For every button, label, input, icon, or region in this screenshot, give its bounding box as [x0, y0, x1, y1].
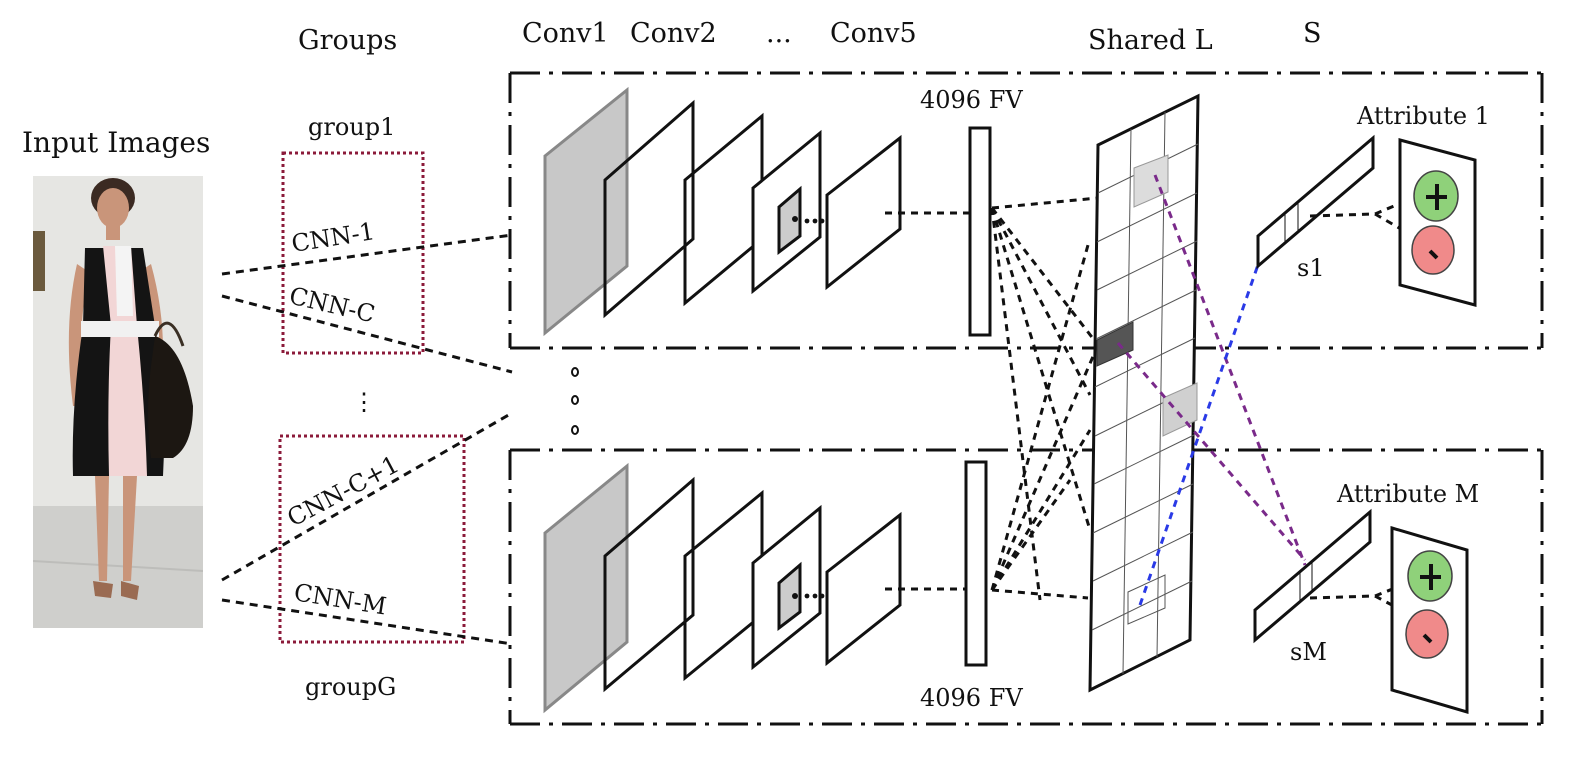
label-cnn-c: CNN-C	[287, 282, 378, 329]
kernel-bottom	[777, 561, 802, 632]
conv-dots-bottom	[792, 593, 825, 599]
s1-label: s1	[1297, 254, 1325, 282]
fv-bar-top	[968, 126, 992, 337]
conv-stack-top	[543, 86, 992, 337]
conv1-layer-top	[543, 86, 629, 337]
shared-s-links	[1116, 174, 1307, 606]
group-box-top	[281, 151, 425, 355]
fv-bar-bottom	[964, 460, 988, 667]
fv-shared-links	[990, 196, 1100, 601]
groups-vertical-dots: ⋮	[352, 388, 376, 416]
group-top-name: group1	[308, 113, 395, 141]
sm-label: sM	[1290, 638, 1327, 666]
shared-cell-light-top	[1133, 154, 1169, 208]
conv-dots-top	[792, 216, 825, 224]
shared-cell-dark	[1096, 321, 1134, 367]
conv5-layer-bottom	[825, 511, 902, 667]
conv1-layer-bottom	[543, 462, 629, 714]
conv2-layer-bottom-b	[683, 489, 764, 682]
s1-vector	[1256, 134, 1375, 270]
shared-cell-outline-bottom	[1127, 574, 1166, 625]
attribute-m-panel	[1390, 525, 1469, 715]
fv-label-bottom: 4096 FV	[920, 684, 1023, 712]
header-ellipsis: ...	[766, 18, 792, 49]
conv5-fv-links	[885, 211, 970, 591]
header-conv5: Conv5	[830, 18, 917, 49]
minus-icon	[1411, 225, 1455, 275]
attribute-1-panel	[1398, 138, 1477, 307]
conv2-layer-top-b	[683, 112, 764, 307]
shared-l-grid	[1088, 93, 1200, 693]
conv2-layer-top-a	[603, 99, 695, 319]
attribute-1-title: Attribute 1	[1356, 102, 1490, 130]
header-groups: Groups	[298, 25, 397, 56]
input-images-title: Input Images	[22, 126, 210, 159]
header-s: S	[1303, 18, 1322, 49]
header-conv1: Conv1	[522, 18, 609, 49]
bottom-panel	[508, 448, 1544, 726]
panel-gap-dots	[571, 367, 579, 435]
plus-icon	[1407, 550, 1453, 602]
label-cnn-1: CNN-1	[290, 217, 377, 258]
group-box-bottom	[278, 434, 466, 644]
input-image-photo	[33, 176, 203, 628]
fv-label-top: 4096 FV	[920, 86, 1023, 114]
plus-icon	[1413, 170, 1459, 222]
group-bottom-name: groupG	[305, 673, 396, 701]
top-panel	[508, 71, 1544, 350]
minus-icon	[1405, 609, 1449, 659]
conv5-layer-top	[825, 134, 902, 291]
label-cnn-c-plus-1: CNN-C+1	[283, 450, 404, 532]
kernel-top	[777, 185, 802, 256]
attribute-m-title: Attribute M	[1336, 480, 1479, 508]
conv2-layer-bottom-a	[603, 476, 695, 693]
header-conv2: Conv2	[630, 18, 717, 49]
sm-vector	[1253, 508, 1372, 644]
header-shared-l: Shared L	[1088, 25, 1213, 56]
conv-stack-bottom	[543, 460, 988, 714]
input-connectors	[221, 233, 513, 646]
